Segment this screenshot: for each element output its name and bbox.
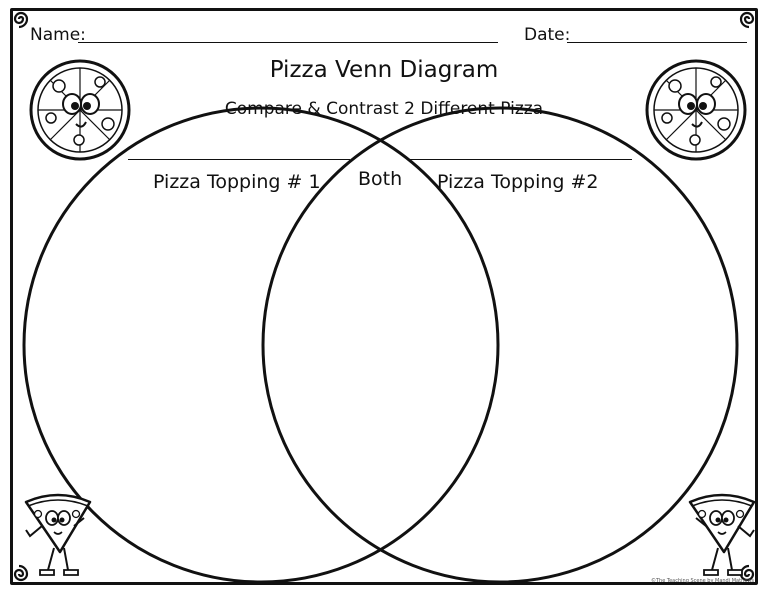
left-circle <box>22 106 500 584</box>
name-label: Name: <box>30 25 86 45</box>
name-field[interactable] <box>78 42 498 43</box>
date-label: Date: <box>524 25 571 45</box>
copyright-credit: ©The Teaching Scene by Mandi Mathews <box>650 578 754 584</box>
right-circle <box>261 106 739 584</box>
right-circle-label: Pizza Topping #2 <box>437 171 599 193</box>
date-field[interactable] <box>567 42 747 43</box>
top-right-swirl-icon <box>736 8 758 35</box>
page-subtitle: Compare & Contrast 2 Different Pizza <box>224 99 544 119</box>
left-topic-field[interactable] <box>128 159 350 160</box>
center-label: Both <box>358 168 403 190</box>
top-left-swirl-icon <box>10 8 32 35</box>
bottom-left-swirl-icon <box>10 563 32 590</box>
bottom-left-pizza-slice-character-icon <box>18 488 98 584</box>
page-title: Pizza Venn Diagram <box>269 57 499 83</box>
bottom-right-pizza-slice-character-icon <box>682 488 762 584</box>
left-circle-label: Pizza Topping # 1 <box>153 171 321 193</box>
right-topic-field[interactable] <box>410 159 632 160</box>
worksheet-border <box>10 8 758 585</box>
top-right-pizza-character-icon <box>640 58 752 166</box>
top-left-pizza-character-icon <box>24 58 136 166</box>
